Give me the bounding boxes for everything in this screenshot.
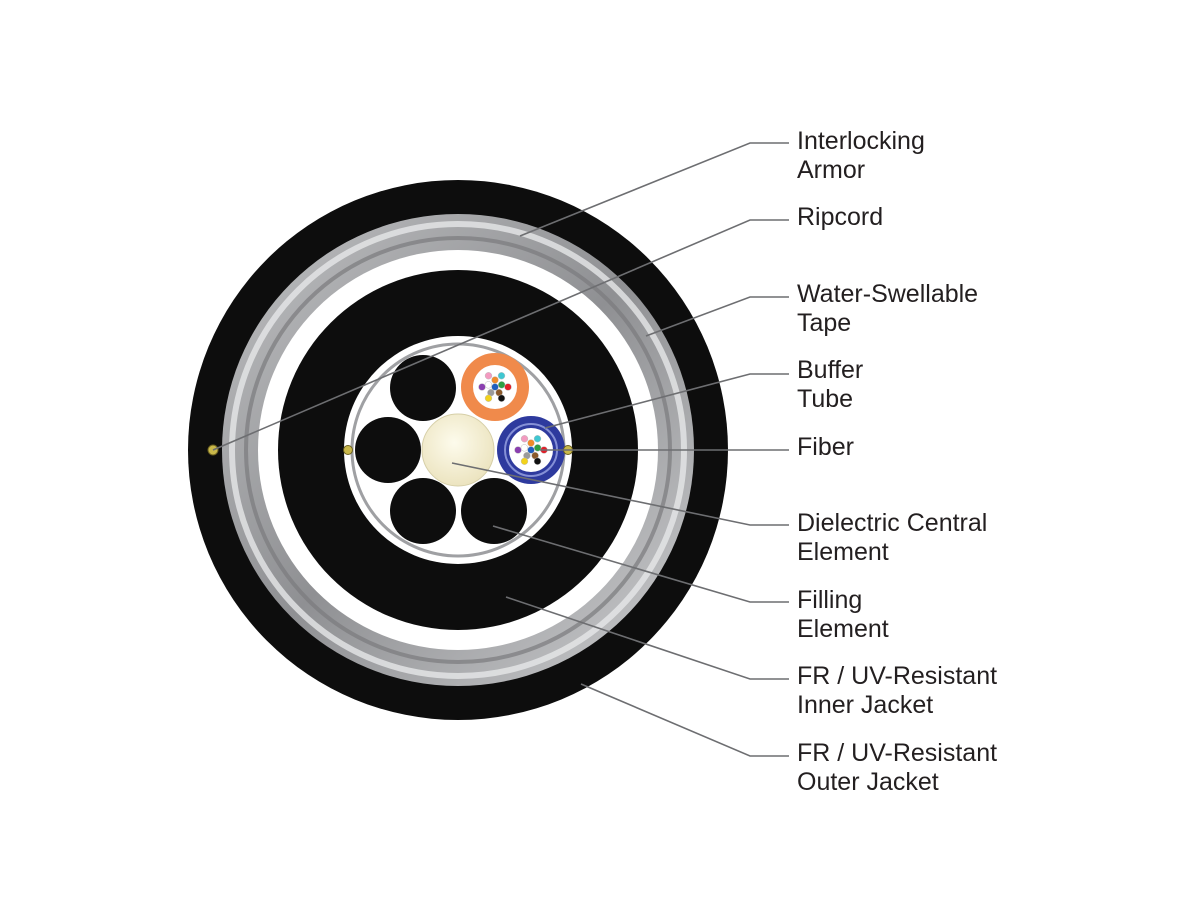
label-ripcord: Ripcord [797,203,883,231]
optical-fiber [491,376,499,384]
filling-element [461,478,527,544]
optical-fiber [527,446,535,454]
filling-element [390,355,456,421]
label-line: Tape [797,309,851,337]
leader-line-inner-jacket [505,596,789,680]
label-line: FR / UV-Resistant [797,739,997,767]
label-line: Outer Jacket [797,768,939,796]
fiber-bundle [478,372,512,402]
filling-element [390,478,456,544]
optical-fiber [527,439,535,447]
optical-fiber [520,435,529,443]
label-line: Inner Jacket [797,691,933,719]
label-line: Buffer [797,356,863,384]
optical-fiber [520,457,529,465]
label-line: Dielectric Central [797,509,987,537]
filling-element [355,417,421,483]
optical-fiber [520,444,528,452]
label-water-swellable-tape: Water-Swellable Tape [797,280,985,337]
optical-fiber [497,394,506,402]
optical-fiber [533,435,542,443]
optical-fiber [484,394,493,402]
label-line: Water-Swellable [797,280,978,308]
label-line: Interlocking [797,127,925,155]
label-line: FR / UV-Resistant [797,662,997,690]
label-line: Element [797,538,889,566]
label-line: Tube [797,385,853,413]
optical-fiber [478,383,486,391]
label-line: Armor [797,156,865,184]
label-interlocking-armor: Interlocking Armor [797,127,932,184]
optical-fiber [497,372,506,380]
optical-fiber [484,381,492,389]
label-outer-jacket: FR / UV-Resistant Outer Jacket [797,739,1004,796]
ripcord [343,445,353,455]
leader-line-dielectric-central-element [451,462,789,526]
leader-line-interlocking-armor [519,142,789,237]
label-buffer-tube: Buffer Tube [797,356,870,413]
leader-line-water-swellable-tape [645,296,789,337]
leader-line-filling-element [492,525,789,603]
dielectric-central-element [421,413,495,487]
label-filling-element: Filling Element [797,586,889,643]
label-dielectric-central-element: Dielectric Central Element [797,509,994,566]
label-line: Ripcord [797,203,883,231]
label-inner-jacket: FR / UV-Resistant Inner Jacket [797,662,1004,719]
leader-line-ripcord [212,219,789,451]
leader-line-buffer-tube [544,373,789,429]
label-line: Fiber [797,433,854,461]
optical-fiber [514,446,522,454]
optical-fiber [504,383,512,391]
optical-fiber [484,372,493,380]
optical-fiber [491,383,499,391]
optical-fiber [533,457,542,465]
optical-fiber [534,444,542,452]
optical-fiber [498,381,506,389]
label-line: Filling [797,586,862,614]
label-fiber: Fiber [797,433,854,461]
leader-line-outer-jacket [580,683,789,757]
label-line: Element [797,615,889,643]
